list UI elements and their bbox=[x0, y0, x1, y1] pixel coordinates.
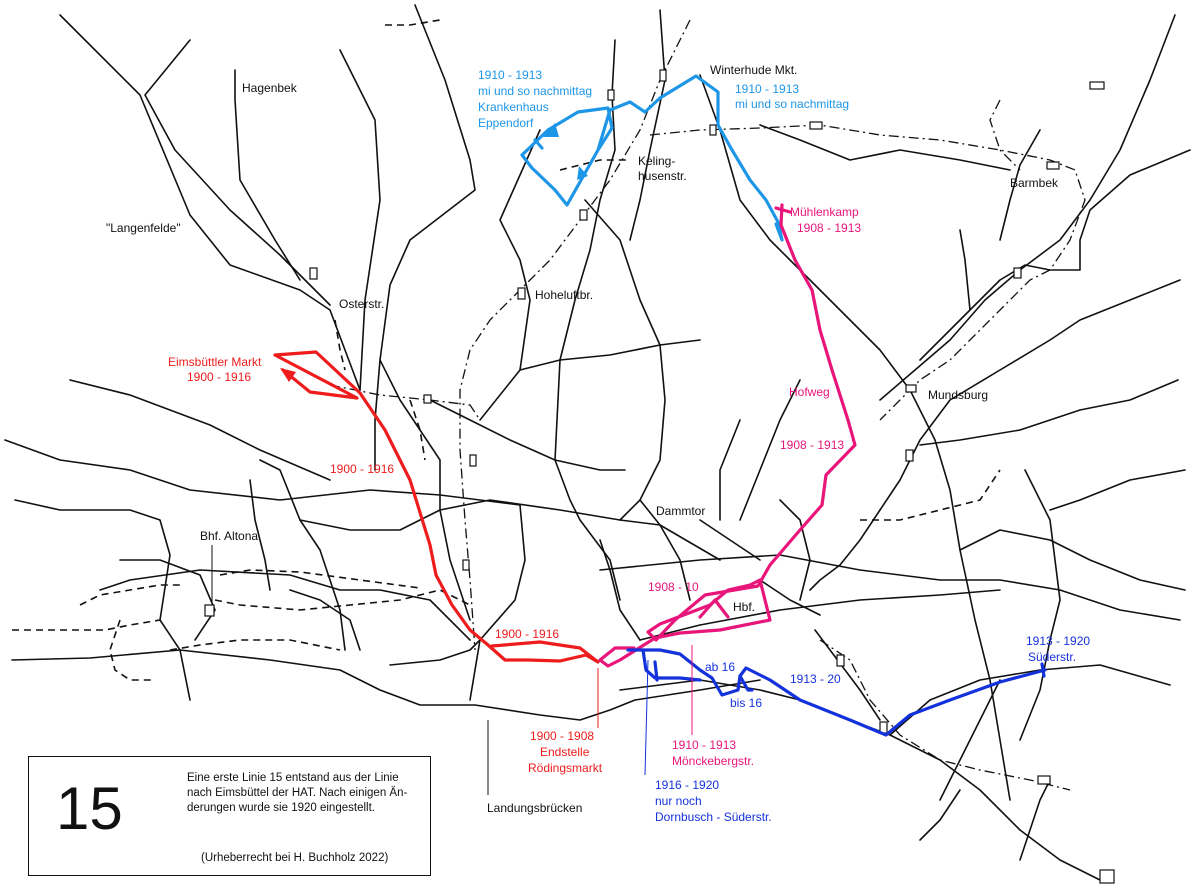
place-labels: Hagenbek "Langenfelde" Osterstr. Keling-… bbox=[106, 63, 1059, 815]
lightblue-eppendorf-note: mi und so nachmittag bbox=[478, 84, 592, 98]
red-labels: Eimsbüttler Markt 1900 - 1916 1900 - 191… bbox=[168, 355, 603, 775]
blue-dornbusch-note: nur noch bbox=[655, 794, 702, 808]
label-kelinghusen-1: Keling- bbox=[638, 154, 675, 168]
route-blue bbox=[626, 648, 1047, 737]
lightblue-winterhude-note: mi und so nachmittag bbox=[735, 97, 849, 111]
label-kelinghusen-2: husenstr. bbox=[638, 169, 687, 183]
copyright-note: (Urheberrecht bei H. Buchholz 2022) bbox=[201, 852, 389, 864]
magenta-hofweg-years: 1908 - 1913 bbox=[780, 438, 844, 452]
red-eimsbuettel-years: 1900 - 1916 bbox=[187, 370, 251, 384]
route-lightblue bbox=[520, 74, 784, 242]
label-langenfelde: "Langenfelde" bbox=[106, 221, 181, 235]
blue-suederstr-years: 1913 - 1920 bbox=[1026, 634, 1090, 648]
blue-dornbusch-name: Dornbusch - Süderstr. bbox=[655, 810, 772, 824]
line-number: 15 bbox=[56, 775, 123, 842]
magenta-hbf-branch-years: 1908 - 10 bbox=[648, 580, 699, 594]
blue-ab16: ab 16 bbox=[705, 660, 735, 674]
label-barmbek: Barmbek bbox=[1010, 176, 1059, 190]
label-bhf-altona: Bhf. Altona bbox=[200, 529, 258, 543]
magenta-moenckeberg-name: Mönckebergstr. bbox=[672, 754, 754, 768]
dashed-lines bbox=[12, 19, 1001, 681]
label-hoheluftbr: Hoheluftbr. bbox=[535, 288, 593, 302]
route-red bbox=[273, 350, 600, 664]
red-eimsbuettel-name: Eimsbüttler Markt bbox=[168, 355, 262, 369]
lightblue-eppendorf-krankenhaus: Krankenhaus bbox=[478, 100, 549, 114]
blue-labels: 1913 - 1920 Süderstr. 1913 - 20 ab 16 bi… bbox=[655, 634, 1090, 824]
magenta-hofweg: Hofweg bbox=[789, 385, 830, 399]
blue-mid-years: 1913 - 20 bbox=[790, 672, 841, 686]
lightblue-labels: 1910 - 1913 mi und so nachmittag Kranken… bbox=[478, 68, 849, 130]
red-rodings-years: 1900 - 1908 bbox=[530, 729, 594, 743]
label-landungsbruecken: Landungsbrücken bbox=[487, 801, 582, 815]
label-winterhude-mkt: Winterhude Mkt. bbox=[710, 63, 797, 77]
blue-suederstr-name: Süderstr. bbox=[1028, 650, 1076, 664]
label-pointers bbox=[211, 545, 693, 795]
magenta-moenckeberg-years: 1910 - 1913 bbox=[672, 738, 736, 752]
label-hbf: Hbf. bbox=[733, 600, 755, 614]
route-magenta bbox=[598, 203, 857, 668]
blue-dornbusch-years: 1916 - 1920 bbox=[655, 778, 719, 792]
red-arrowhead bbox=[280, 368, 296, 382]
magenta-muehlenkamp-years: 1908 - 1913 bbox=[797, 221, 861, 235]
lightblue-arrowhead-north bbox=[543, 123, 559, 137]
label-mundsburg: Mundsburg bbox=[928, 388, 988, 402]
magenta-muehlenkamp-name: Mühlenkamp bbox=[790, 205, 859, 219]
magenta-labels: Mühlenkamp 1908 - 1913 Hofweg 1908 - 191… bbox=[648, 205, 861, 768]
legend-box: 15 Eine erste Linie 15 entstand aus der … bbox=[28, 756, 431, 876]
lightblue-arrowhead-south bbox=[577, 166, 588, 180]
legend-description: Eine erste Linie 15 entstand aus der Lin… bbox=[187, 772, 408, 814]
base-network bbox=[4, 4, 1191, 881]
red-rodings-endstelle: Endstelle bbox=[540, 745, 590, 759]
blue-bis16: bis 16 bbox=[730, 696, 762, 710]
lightblue-winterhude-years: 1910 - 1913 bbox=[735, 82, 799, 96]
red-rodings-name: Rödingsmarkt bbox=[528, 761, 603, 775]
red-south-years: 1900 - 1916 bbox=[495, 627, 559, 641]
label-osterstr: Osterstr. bbox=[339, 297, 384, 311]
red-mid-years: 1900 - 1916 bbox=[330, 462, 394, 476]
label-dammtor: Dammtor bbox=[656, 504, 705, 518]
lightblue-eppendorf-years: 1910 - 1913 bbox=[478, 68, 542, 82]
station-markers bbox=[204, 69, 1115, 884]
label-hagenbek: Hagenbek bbox=[242, 81, 298, 95]
lightblue-eppendorf-name: Eppendorf bbox=[478, 116, 534, 130]
